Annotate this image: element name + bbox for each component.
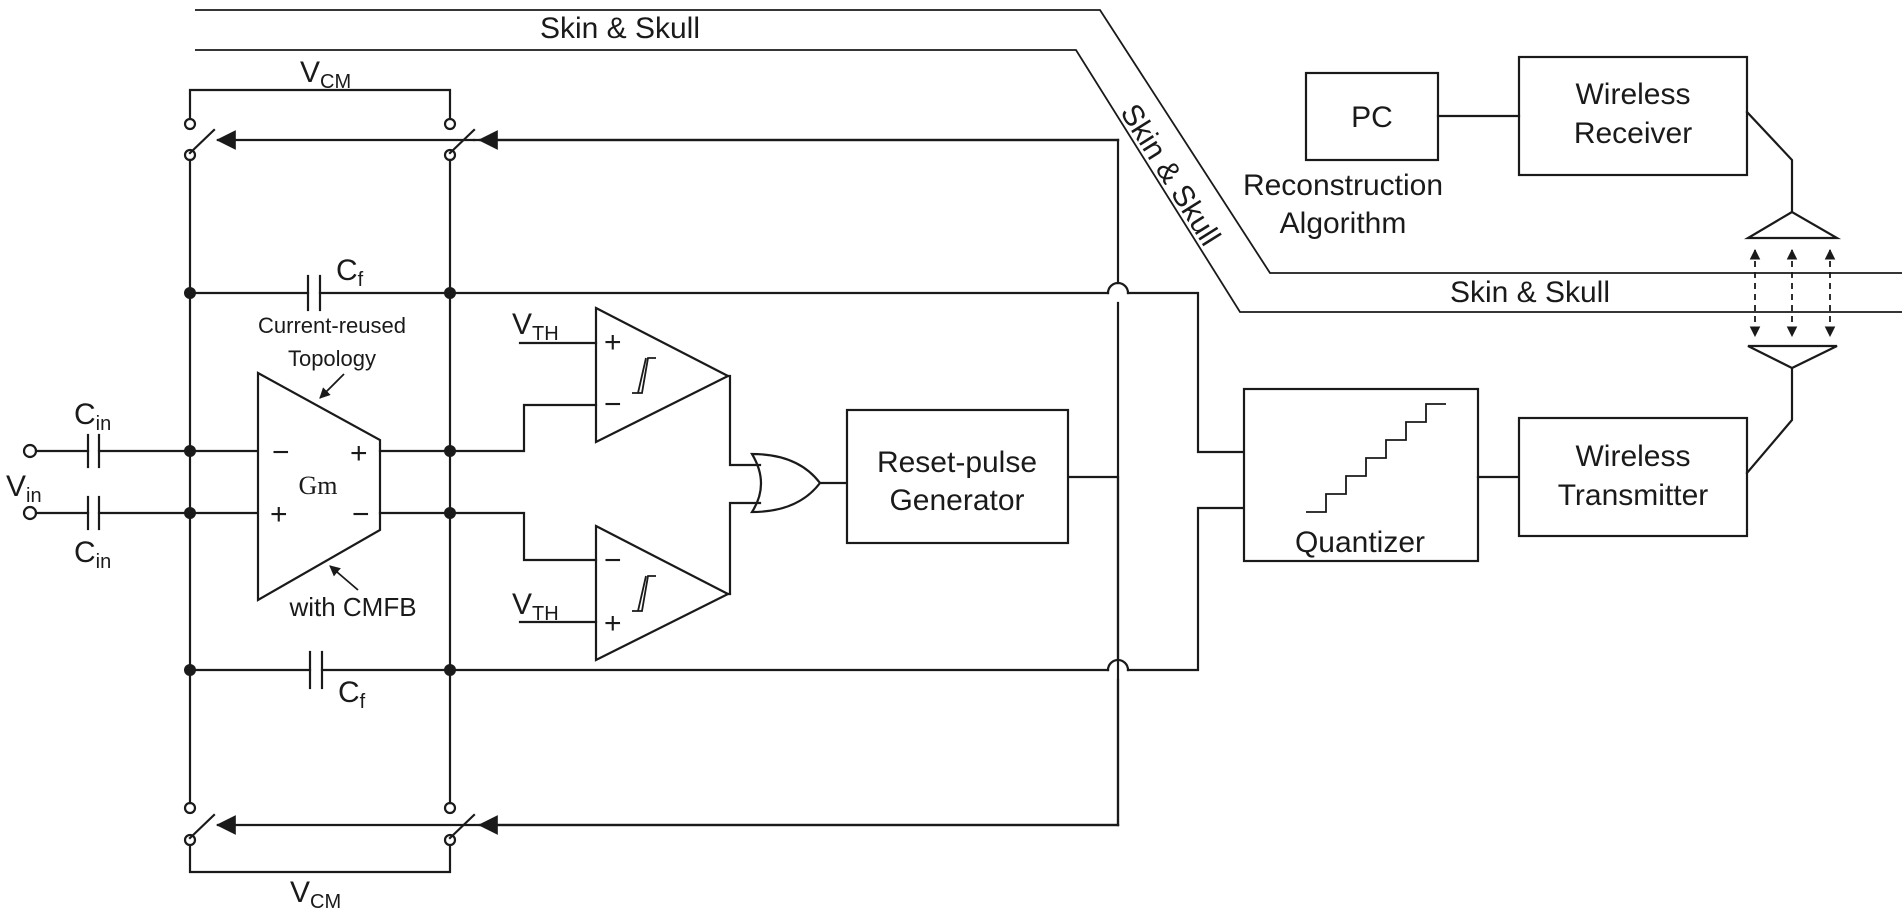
reset-pulse-generator <box>845 408 1070 545</box>
reset-label-line2: Generator <box>889 484 1024 517</box>
switch-blade-left <box>188 128 216 155</box>
wire-transmitter-to-antenna <box>1745 366 1794 475</box>
cf-bottom-label: Cf <box>338 676 366 713</box>
current-reused-label-line1: Current-reused <box>258 313 406 338</box>
amp-plus-output: + <box>350 437 368 470</box>
wire-amp-to-comp-bottom <box>448 511 598 562</box>
with-cmfb-label: with CMFB <box>288 592 416 622</box>
skin-skull-label-top: Skin & Skull <box>540 12 700 45</box>
feedback-rails <box>188 158 452 805</box>
vin-terminal-bottom <box>22 505 38 521</box>
wireless-link <box>1749 248 1836 338</box>
vcm-top-switches <box>183 88 1120 162</box>
switch-blade-right <box>448 128 476 155</box>
vcm-top-label: VCM <box>300 56 351 93</box>
quantizer-label: Quantizer <box>1295 526 1425 559</box>
vth-top-label: VTH <box>512 308 559 345</box>
reconstruction-label-line2: Algorithm <box>1280 207 1407 240</box>
cin-bottom-capacitor <box>22 495 260 531</box>
wireless-receiver <box>1517 55 1749 177</box>
switch-terminal <box>183 117 197 131</box>
skull-inner-line <box>195 49 1902 313</box>
current-reused-label-line2: Topology <box>288 346 376 371</box>
cf-bottom-capacitor <box>188 650 452 690</box>
wireless-transmitter <box>1517 416 1749 538</box>
vin-label: Vin <box>6 470 42 507</box>
or-gate <box>749 452 822 514</box>
cin-bottom-label: Cin <box>74 536 111 573</box>
cf-top-capacitor <box>188 274 452 312</box>
comp-bottom-plus: + <box>604 607 622 640</box>
amp-minus-input: − <box>272 436 290 469</box>
skin-skull-label-right: Skin & Skull <box>1450 276 1610 309</box>
gm-label: Gm <box>299 471 338 500</box>
cf-top-label: Cf <box>336 254 364 291</box>
current-reused-pointer <box>319 373 345 399</box>
switch-terminal <box>443 117 457 131</box>
skin-skull-label-diagonal: Skin & Skull <box>1114 98 1227 251</box>
comparator-top <box>594 306 731 444</box>
reset-bus <box>1066 475 1120 827</box>
cin-top-label: Cin <box>74 398 111 435</box>
wire-comp-bottom-to-or <box>726 501 762 596</box>
wire-comp-top-to-or <box>726 374 762 467</box>
vcm-bottom-switches <box>183 801 1120 874</box>
comp-top-plus: + <box>604 326 622 359</box>
pc-label: PC <box>1351 101 1393 134</box>
receiver-label-line2: Receiver <box>1574 117 1692 150</box>
vin-terminal-top <box>22 443 38 459</box>
comparator-bottom <box>594 524 731 662</box>
quantizer <box>1242 387 1480 563</box>
with-cmfb-pointer <box>329 565 359 591</box>
vcm-bottom-label: VCM <box>290 876 341 913</box>
transmitter-label-line2: Transmitter <box>1558 479 1709 512</box>
receiver-label-line1: Wireless <box>1575 78 1690 111</box>
quantizer-staircase-icon <box>1306 403 1446 513</box>
vth-bottom-label: VTH <box>512 588 559 625</box>
pc-box <box>1304 71 1440 162</box>
comp-top-minus: − <box>604 388 622 421</box>
junction-dots <box>184 287 456 676</box>
comp-bottom-minus: − <box>604 544 622 577</box>
amp-plus-input: + <box>270 498 288 531</box>
skull-outer-line <box>195 9 1902 274</box>
receiver-antenna <box>1743 210 1842 240</box>
gm-amplifier <box>256 371 382 602</box>
amp-minus-output: − <box>352 498 370 531</box>
skin-skull-boundary <box>195 9 1902 313</box>
wire-receiver-to-antenna <box>1745 110 1794 214</box>
transmitter-label-line1: Wireless <box>1575 440 1690 473</box>
reconstruction-label-line1: Reconstruction <box>1243 169 1443 202</box>
transmitter-antenna <box>1747 344 1838 370</box>
wire-amp-to-comp-top <box>448 403 598 453</box>
reset-label-line1: Reset-pulse <box>877 446 1037 479</box>
cin-top-capacitor <box>22 433 260 469</box>
